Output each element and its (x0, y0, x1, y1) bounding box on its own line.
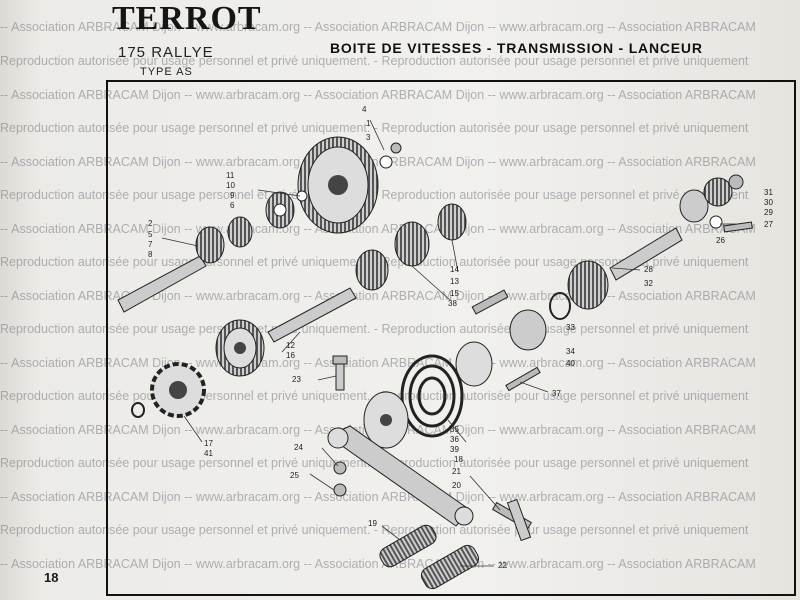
part-label: 18 (454, 455, 463, 464)
part-label: 41 (204, 449, 213, 458)
part-label: 25 (290, 471, 299, 480)
part-label: 5 (148, 230, 153, 239)
watermark-line: Reproduction autorisée pour usage person… (0, 54, 749, 68)
part-label: 2 (148, 219, 153, 228)
part-label: 21 (452, 467, 461, 476)
part-label: 35 (450, 425, 459, 434)
model-type: TYPE AS (140, 66, 193, 78)
section-title: BOITE DE VITESSES - TRANSMISSION - LANCE… (330, 40, 703, 56)
part-label: 30 (764, 198, 773, 207)
watermark-line: -- Association ARBRACAM Dijon -- www.arb… (0, 222, 756, 236)
part-label: 27 (764, 220, 773, 229)
layshaft-drawing (117, 190, 308, 313)
part-label: 17 (204, 439, 213, 448)
part-label: 15 (450, 289, 459, 298)
part-label: 9 (230, 191, 235, 200)
part-label: 40 (566, 359, 575, 368)
kickstart-shaft-drawing (567, 174, 753, 310)
part-label: 26 (716, 236, 725, 245)
part-label: 4 (362, 105, 367, 114)
return-spring-drawing (363, 354, 464, 449)
watermark-line: Reproduction autorisée pour usage person… (0, 121, 749, 135)
part-label: 1 (366, 119, 371, 128)
part-label: 19 (368, 519, 377, 528)
watermark-line: -- Association ARBRACAM Dijon -- www.arb… (0, 88, 756, 102)
part-label: 13 (450, 277, 459, 286)
part-label: 32 (644, 279, 653, 288)
brand-logo: TERROT (112, 0, 262, 37)
part-label: 23 (292, 375, 301, 384)
watermark-line: Reproduction autorisée pour usage person… (0, 523, 749, 537)
part-label: 36 (450, 435, 459, 444)
part-label: 16 (286, 351, 295, 360)
part-label: 39 (450, 445, 459, 454)
watermark-line: -- Association ARBRACAM Dijon -- www.arb… (0, 490, 756, 504)
page-number: 18 (44, 570, 59, 585)
bolt-drawing (332, 355, 348, 391)
part-label: 22 (498, 561, 507, 570)
watermark-line: -- Association ARBRACAM Dijon -- www.arb… (0, 155, 756, 169)
leader-lines (161, 119, 736, 567)
part-label: 8 (148, 250, 153, 259)
gear-cluster-drawing (355, 203, 509, 315)
part-label: 20 (452, 481, 461, 490)
watermark-line: -- Association ARBRACAM Dijon -- www.arb… (0, 20, 756, 34)
part-label: 37 (552, 389, 561, 398)
part-label: 31 (764, 188, 773, 197)
part-label: 29 (764, 208, 773, 217)
kickstart-lever-drawing (326, 425, 533, 590)
part-label: 12 (286, 341, 295, 350)
part-label: 6 (230, 201, 235, 210)
part-labels: 4 1 3 11 10 9 6 2 5 7 8 14 13 15 38 31 3… (148, 105, 773, 570)
large-gear-drawing (297, 136, 402, 234)
part-label: 34 (566, 347, 575, 356)
part-label: 7 (148, 240, 153, 249)
part-label: 14 (450, 265, 459, 274)
part-label: 24 (294, 443, 303, 452)
part-label: 33 (566, 323, 575, 332)
sprocket-drawing (131, 362, 206, 418)
watermark-line: -- Association ARBRACAM Dijon -- www.arb… (0, 557, 756, 571)
watermark-line: -- Association ARBRACAM Dijon -- www.arb… (0, 289, 756, 303)
mainshaft-drawing (215, 287, 357, 377)
part-label: 11 (226, 171, 235, 180)
kickstart-hub-drawing (455, 292, 571, 392)
watermark-line: Reproduction autorisée pour usage person… (0, 322, 749, 336)
model-name: 175 RALLYE (118, 44, 214, 61)
part-label: 38 (448, 299, 457, 308)
part-label: 28 (644, 265, 653, 274)
diagram-frame (106, 80, 796, 596)
part-label: 3 (366, 133, 371, 142)
part-label: 10 (226, 181, 235, 190)
